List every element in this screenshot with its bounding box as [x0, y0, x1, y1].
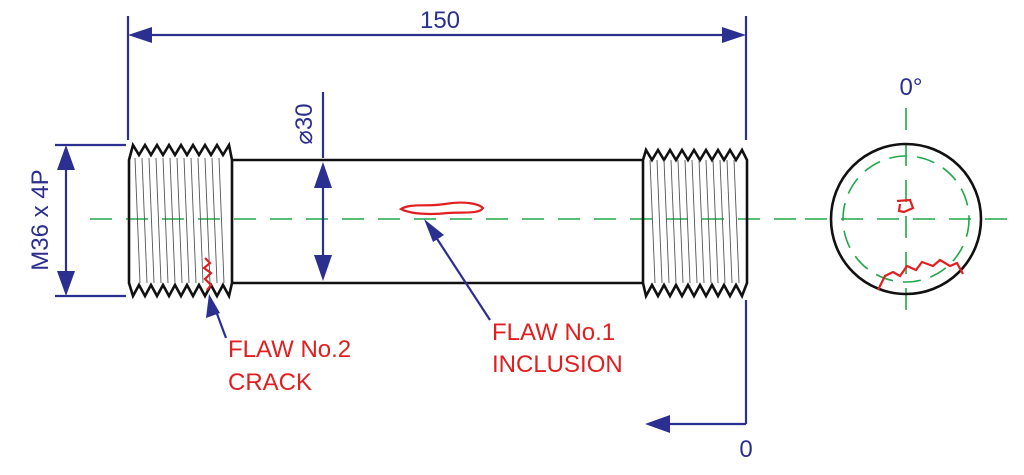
length-dimension-label: 150 [420, 7, 460, 34]
inclusion-flaw-mark [398, 201, 485, 216]
bolt-shank [232, 158, 643, 285]
angle-label: 0° [900, 74, 923, 101]
crack-flaw-mark [202, 257, 213, 291]
diameter-dimension-label: ⌀30 [291, 103, 318, 144]
flaw1-type: INCLUSION [492, 351, 623, 378]
datum-label: 0 [739, 436, 752, 463]
thread-dimension [55, 143, 126, 298]
datum-reference [645, 300, 748, 433]
right-thread-section [641, 146, 749, 300]
end-view-inclusion-mark [896, 198, 915, 214]
end-view-crack-mark [877, 258, 964, 291]
flaw1-leader [424, 219, 491, 321]
flaw2-type: CRACK [228, 369, 312, 396]
length-dimension [126, 16, 748, 140]
flaw2-title: FLAW No.2 [228, 336, 351, 363]
end-view [829, 142, 983, 296]
diameter-dimension [314, 92, 332, 281]
flaw2-leader [206, 294, 228, 339]
flaw1-title: FLAW No.1 [492, 319, 615, 346]
left-thread-section [127, 141, 234, 300]
thread-dimension-label: M36 x 4P [27, 169, 54, 270]
